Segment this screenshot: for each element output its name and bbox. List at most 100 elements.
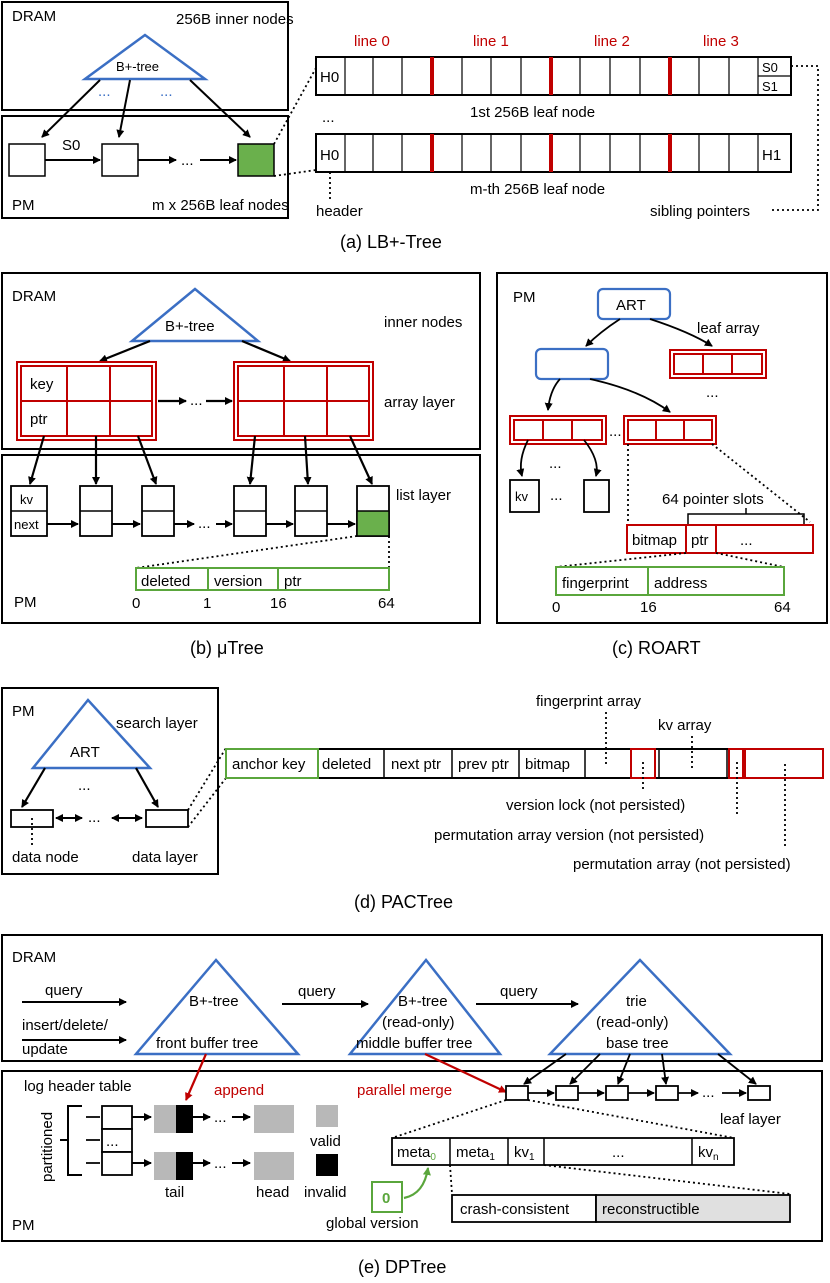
array-node xyxy=(233,361,374,441)
dram-box xyxy=(1,272,481,450)
panel-lbtree: DRAM 256B inner nodes B+-tree ... ... S0… xyxy=(1,1,819,252)
sibling-label: sibling pointers xyxy=(650,203,750,220)
leaf-entry-layout xyxy=(135,567,390,591)
list-node xyxy=(10,485,48,537)
trie-label: trie xyxy=(626,993,647,1010)
version-arrow xyxy=(403,1167,431,1200)
base-label: base tree xyxy=(606,1035,669,1052)
blue-dots-left: ... xyxy=(98,83,111,100)
header-label: header xyxy=(316,203,363,220)
leaf-array-label: leaf array xyxy=(697,320,760,337)
ptr-cell: ptr xyxy=(30,411,48,428)
offset-label: 16 xyxy=(640,599,657,616)
log-header-table xyxy=(101,1105,133,1176)
first-leaf-label: 1st 256B leaf node xyxy=(470,104,595,121)
leaf-node xyxy=(8,143,46,177)
zoom-line xyxy=(273,169,317,177)
leaf-array xyxy=(669,349,767,379)
caption-a: (a) LB+-Tree xyxy=(340,232,442,252)
ellipsis: ... xyxy=(214,1155,227,1172)
search-layer-label: search layer xyxy=(116,715,198,732)
crash-consistent-label: crash-consistent xyxy=(460,1201,570,1218)
mth-leaf-label: m-th 256B leaf node xyxy=(470,181,605,198)
arrow xyxy=(585,318,621,347)
pm-label: PM xyxy=(12,197,35,214)
slots-label: 64 pointer slots xyxy=(662,491,764,508)
field-version: version xyxy=(214,573,262,590)
field-dividers xyxy=(383,749,728,778)
field-prev-ptr: prev ptr xyxy=(458,756,509,773)
offset-label: 0 xyxy=(552,599,560,616)
offset-label: 16 xyxy=(270,595,287,612)
legend-invalid-label: invalid xyxy=(304,1184,347,1201)
offset-label: 64 xyxy=(378,595,395,612)
query-label: query xyxy=(500,983,538,1000)
first-leaf-node xyxy=(315,56,792,96)
arrow xyxy=(583,439,602,477)
global-version-label: global version xyxy=(326,1215,419,1232)
bitmap-cell: bitmap xyxy=(632,532,677,549)
parallel-merge-label: parallel merge xyxy=(357,1082,452,1099)
art-label: ART xyxy=(70,744,100,761)
ellipsis: ... xyxy=(549,455,562,472)
panel-utree: DRAM B+-tree inner nodes key ptr ... arr… xyxy=(1,272,481,658)
btree-triangle xyxy=(81,33,209,81)
pm-box xyxy=(1,115,289,219)
leaf-layout xyxy=(626,524,814,554)
zoom-line xyxy=(543,1164,791,1195)
list-node xyxy=(141,485,175,537)
offset-label: 1 xyxy=(203,595,211,612)
leaf-layout xyxy=(391,1137,735,1166)
field-bitmap: bitmap xyxy=(525,756,570,773)
partition-brace xyxy=(60,1105,82,1176)
cacheline-boundaries xyxy=(430,57,672,95)
data-node-label: data node xyxy=(12,849,79,866)
line-label: line 3 xyxy=(703,33,739,50)
next-cell: next xyxy=(14,517,39,532)
list-node xyxy=(294,485,328,537)
reconstructible-label: reconstructible xyxy=(602,1201,700,1218)
readonly-label: (read-only) xyxy=(596,1014,669,1031)
zoom-line xyxy=(527,1099,735,1139)
list-layer-label: list layer xyxy=(396,487,451,504)
pm-box xyxy=(496,272,828,624)
btree-label: B+-tree xyxy=(398,993,448,1010)
inner-nodes-label: 256B inner nodes xyxy=(176,11,294,28)
log-entry-valid xyxy=(154,1105,176,1133)
art-label: ART xyxy=(616,297,646,314)
legend-invalid-swatch xyxy=(316,1154,338,1176)
leaf-node xyxy=(101,143,139,177)
blue-dots-right: ... xyxy=(160,83,173,100)
front-label: front buffer tree xyxy=(156,1035,258,1052)
legend-valid-swatch xyxy=(316,1105,338,1127)
array-node-grid xyxy=(238,366,369,436)
meta1-cell: meta1 xyxy=(456,1144,495,1163)
meta0-cell: meta0 xyxy=(397,1144,436,1163)
kvn-cell: kvn xyxy=(698,1144,719,1163)
pm-box xyxy=(1,1070,823,1242)
perm-array-field xyxy=(744,748,824,779)
ellipsis: ... xyxy=(214,1109,227,1126)
ellipsis: ... xyxy=(550,487,563,504)
zoom-line xyxy=(135,535,358,569)
ellipsis: ... xyxy=(181,152,194,169)
list-node xyxy=(79,485,113,537)
btree-triangle xyxy=(128,287,262,343)
arrow xyxy=(136,435,158,485)
arrow xyxy=(135,767,159,808)
slots-brace xyxy=(687,508,805,524)
zoom-line xyxy=(715,552,785,568)
arrow xyxy=(28,435,46,485)
ellipsis: ... xyxy=(609,423,622,440)
kv1-cell: kv1 xyxy=(514,1144,535,1163)
line-label: line 1 xyxy=(473,33,509,50)
ellipsis: ... xyxy=(198,515,211,532)
global-version-box xyxy=(371,1181,403,1213)
panel-pactree: PM search layer ART ... ... data node da… xyxy=(1,687,824,912)
address-cell: address xyxy=(654,575,707,592)
btree-label: B+-tree xyxy=(116,59,159,74)
pointer xyxy=(86,1116,100,1164)
key-cell: key xyxy=(30,376,54,393)
dram-label: DRAM xyxy=(12,8,56,25)
query-label: query xyxy=(45,982,83,999)
